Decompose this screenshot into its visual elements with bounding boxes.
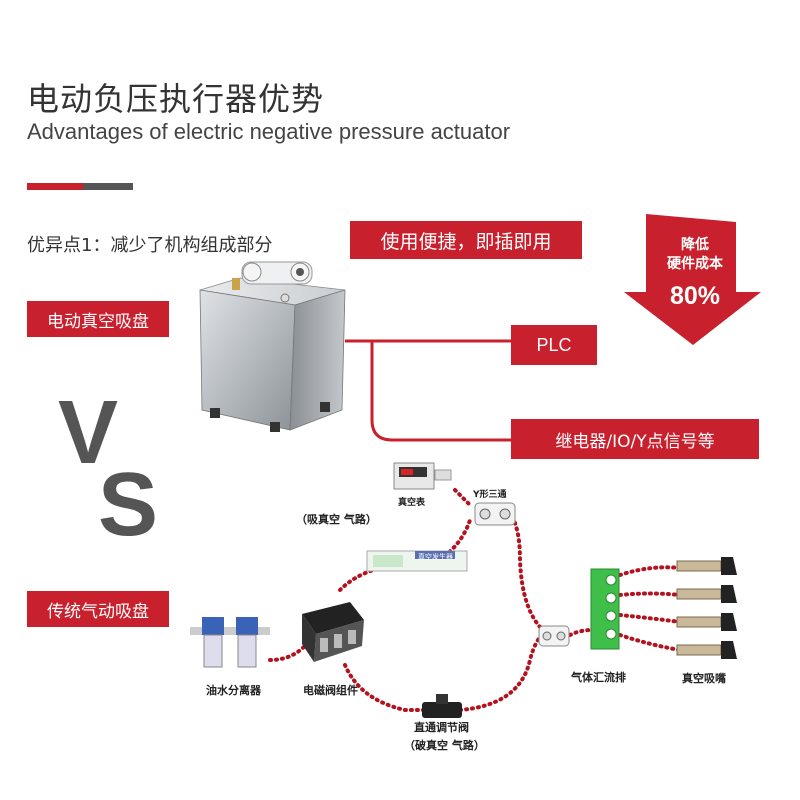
vs-s: S [98, 455, 158, 545]
arrow-value: 80% [669, 282, 721, 310]
vs-v: V [58, 385, 118, 483]
tee-fitting-icon [538, 625, 570, 647]
label-vacuum-meter: 真空表 [398, 498, 426, 508]
oil-water-separator-icon [190, 617, 270, 668]
label-solenoid-valve: 电磁阀组件 [303, 684, 358, 697]
tag-relay-signal: 继电器/IO/Y点信号等 [511, 419, 759, 459]
label-y-tee: Y形三通 [473, 490, 507, 500]
tag-electric-suction-cup: 电动真空吸盘 [27, 301, 169, 337]
label-suction-path: （吸真空 气路） [296, 513, 377, 526]
advantage-1-text: 优异点1：减少了机构组成部分 [27, 235, 273, 256]
flow-valve-icon [422, 694, 462, 718]
electric-actuator-image [199, 261, 346, 432]
gas-manifold-icon [590, 568, 620, 650]
title-underline-gray [83, 183, 133, 190]
tag-plug-and-play: 使用便捷，即插即用 [350, 221, 582, 259]
label-gas-manifold: 气体汇流排 [571, 671, 626, 684]
solenoid-valve-icon [302, 602, 364, 662]
label-flow-valve: 直通调节阀 [414, 721, 469, 734]
arrow-text-line1: 降低 [681, 237, 709, 253]
page-title-en: Advantages of electric negative pressure… [27, 119, 511, 144]
tag-plc: PLC [511, 325, 597, 365]
cost-down-arrow-icon [624, 214, 761, 345]
page-title-cn: 电动负压执行器优势 [27, 80, 325, 118]
suction-nozzle-icons [676, 557, 737, 659]
label-break-path: （破真空 气路） [404, 739, 485, 752]
vacuum-meter-icon [393, 462, 452, 490]
arrow-text-line2: 硬件成本 [667, 256, 723, 272]
tag-traditional-suction-cup: 传统气动吸盘 [27, 591, 169, 627]
vacuum-ejector-icon [366, 550, 468, 572]
vs-mark: V S [58, 385, 158, 545]
label-oil-water-separator: 油水分离器 [206, 684, 261, 697]
title-underline-red [27, 183, 83, 190]
label-suction-nozzle: 真空吸嘴 [682, 672, 726, 685]
y-tee-icon [474, 502, 516, 526]
label-ejector: 真空发生器 [418, 553, 453, 561]
